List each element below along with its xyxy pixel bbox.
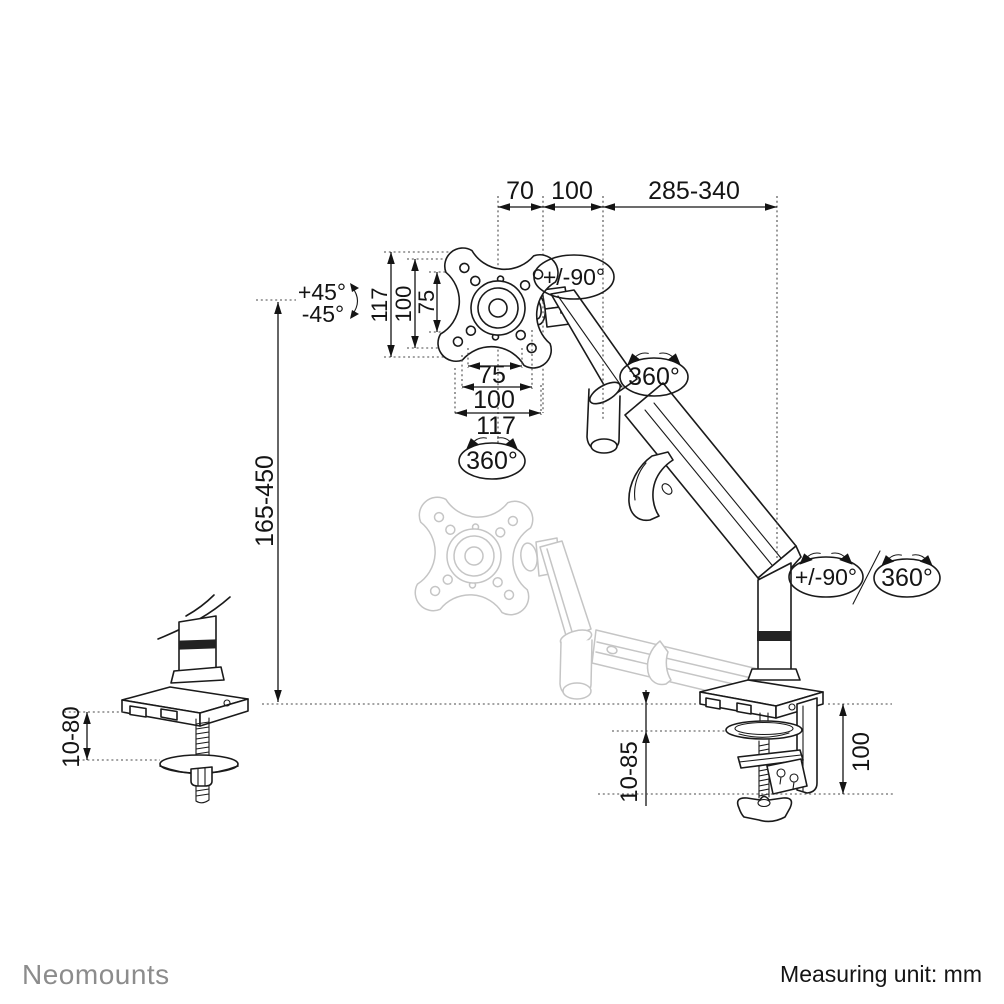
tilt-up-label: +45°	[298, 279, 346, 305]
dim-clamp-height: 100	[598, 704, 893, 795]
riser-pole	[747, 545, 802, 681]
dim-height-adjustment: 165-450	[251, 299, 892, 705]
dim-arm-reach: 285-340	[648, 177, 740, 205]
dim-pivot-offset: 70	[506, 177, 534, 205]
dim-clamp-height-label: 100	[848, 732, 875, 772]
dim-grommet-range: 10-80	[58, 706, 160, 768]
clamp-keyhole-bracket	[766, 758, 808, 795]
ghost-cable-hook	[646, 640, 672, 686]
annotation-slash	[852, 550, 881, 605]
upper-link-arm	[550, 289, 638, 398]
badge-head-swivel: +/-90°	[533, 254, 615, 300]
monitor-arm	[526, 286, 824, 823]
dim-vesa-width-100: 100	[473, 386, 515, 414]
dim-grommet-range-label: 10-80	[58, 706, 85, 767]
dim-vesa-horizontal: 75 100 117	[454, 330, 542, 440]
dim-clamp-range-label: 10-85	[616, 741, 643, 802]
annotation-tilt: +45° -45°	[298, 279, 359, 327]
grommet-nut	[190, 766, 213, 787]
badge-arm-rotation: 360°	[619, 352, 689, 397]
head-swivel-label: +/-90°	[543, 264, 605, 290]
dim-top-offsets: 70 100 285-340	[497, 177, 778, 560]
badge-base-swivel: +/-90°	[788, 552, 864, 598]
badge-vesa-rotation: 360°	[458, 437, 526, 480]
dim-vesa-height-75: 75	[414, 290, 439, 314]
dim-vesa-height-100: 100	[391, 286, 416, 323]
dim-clamp-range: 10-85	[612, 690, 727, 806]
clamp-knob	[736, 795, 793, 823]
clamp-slide-plate	[737, 749, 804, 769]
dim-plate-height: 117	[367, 287, 392, 322]
dim-plate-width: 117	[476, 412, 516, 440]
cable-hook	[628, 451, 674, 522]
dim-joint-spacing: 100	[551, 177, 593, 205]
elbow-joint	[586, 381, 621, 454]
ghost-vesa-plate	[413, 495, 535, 617]
arm-rotation-label: 360°	[628, 363, 680, 391]
ghost-arm-position	[413, 495, 763, 704]
vesa-rotation-label: 360°	[466, 447, 518, 475]
badge-base-rotation: 360°	[873, 554, 941, 598]
measuring-unit-label: Measuring unit: mm	[780, 961, 982, 987]
desk-clamp	[699, 679, 824, 823]
dim-height-range: 165-450	[251, 455, 279, 547]
clamp-adjust-disc	[725, 720, 803, 740]
grommet-mount	[121, 594, 249, 804]
base-rotation-label: 360°	[881, 564, 933, 592]
tilt-down-label: -45°	[302, 301, 344, 327]
brand-logo: Neomounts	[22, 959, 170, 990]
base-swivel-label: +/-90°	[795, 564, 857, 590]
dim-vesa-width-75: 75	[478, 361, 506, 389]
